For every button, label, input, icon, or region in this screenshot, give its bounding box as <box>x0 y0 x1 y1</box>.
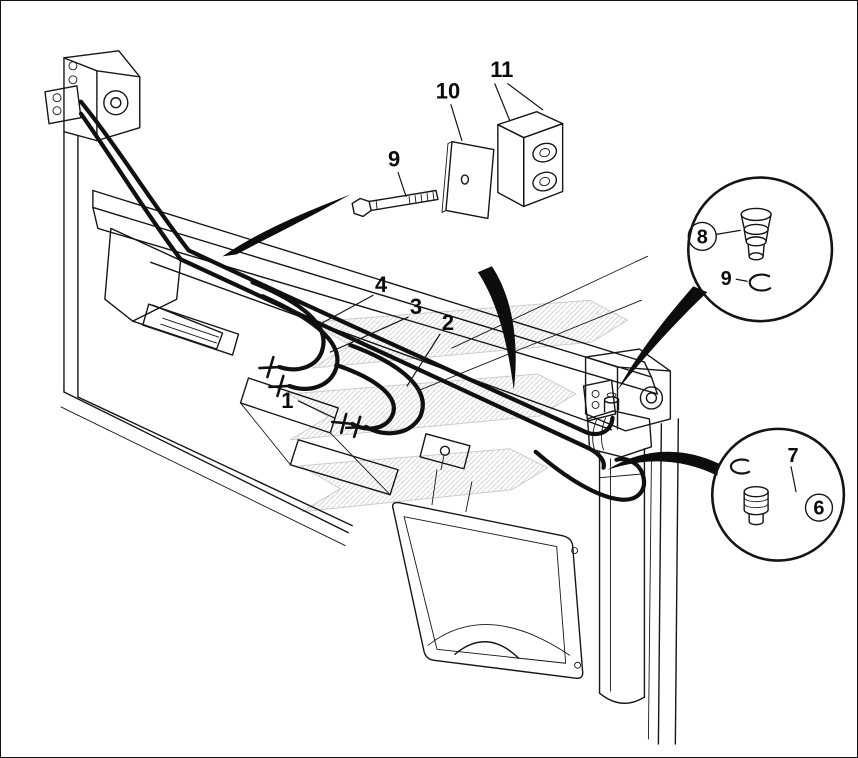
callout-3: 3 <box>410 294 422 319</box>
callout-4: 4 <box>375 272 388 297</box>
callout-9-detail: 9 <box>721 268 732 290</box>
snap-ring-7-part <box>729 458 751 475</box>
hose-lower-loop-right <box>533 449 647 502</box>
bolt-head <box>351 197 372 218</box>
hose-1 <box>334 362 396 431</box>
cylinder-top-fitting <box>603 396 620 404</box>
callout-11: 11 <box>490 57 513 82</box>
detail-bubble-bottom: 7 6 <box>710 427 846 562</box>
lift-cylinder <box>586 392 653 740</box>
bolt-9-part <box>351 189 439 218</box>
callout-2: 2 <box>442 310 454 335</box>
swoosh-to-hoses <box>477 266 516 390</box>
swoosh-from-top-bubble <box>617 286 708 390</box>
bracket-boss-hole <box>103 90 129 116</box>
hydraulic-hoses <box>78 99 647 502</box>
hose-run-left-a <box>78 99 191 253</box>
callout-6: 6 <box>813 498 824 520</box>
left-hose-clamp <box>44 85 82 125</box>
plug-fitting-6 <box>743 486 769 526</box>
bar-guide-plate-left <box>142 303 240 356</box>
plug-fitting-8 <box>740 207 772 261</box>
detail-bubble-top: 8 9 <box>687 176 834 323</box>
swoosh-from-bottom-bubble <box>607 451 720 476</box>
hose-4 <box>250 280 326 372</box>
right-hose-clamp <box>582 379 617 422</box>
clamp-block-11-part <box>497 111 564 208</box>
callout-1: 1 <box>281 388 293 413</box>
hose-to-head <box>581 443 606 470</box>
snap-ring-9-part <box>748 273 772 292</box>
callout-7: 7 <box>787 445 798 467</box>
hose-2 <box>348 342 425 436</box>
swoosh-to-bolt <box>222 194 351 257</box>
hose-to-top-fitting <box>585 415 615 436</box>
hose-3 <box>260 294 340 391</box>
callout-10: 10 <box>436 79 460 104</box>
bar-hose-clamp <box>419 433 471 470</box>
carriage-bar <box>92 189 659 496</box>
right-mast <box>582 348 680 745</box>
detail-circle <box>687 176 834 323</box>
backrest-plate <box>392 469 584 680</box>
clamp-plate-10-part <box>441 140 495 220</box>
detail-circle <box>710 427 846 562</box>
callout-9-bolt: 9 <box>388 147 400 172</box>
pointer-swooshes <box>222 194 720 476</box>
bar-bracket-left <box>104 227 182 322</box>
callout-8: 8 <box>697 226 708 248</box>
left-mast <box>44 50 353 547</box>
callout-labels: 1 2 3 4 9 10 11 <box>281 57 544 419</box>
right-bracket-boss-hole <box>639 386 664 410</box>
hose-bundle-b <box>178 257 586 448</box>
hose-bundle-a <box>186 248 590 435</box>
hose-run-left-b <box>78 111 183 262</box>
